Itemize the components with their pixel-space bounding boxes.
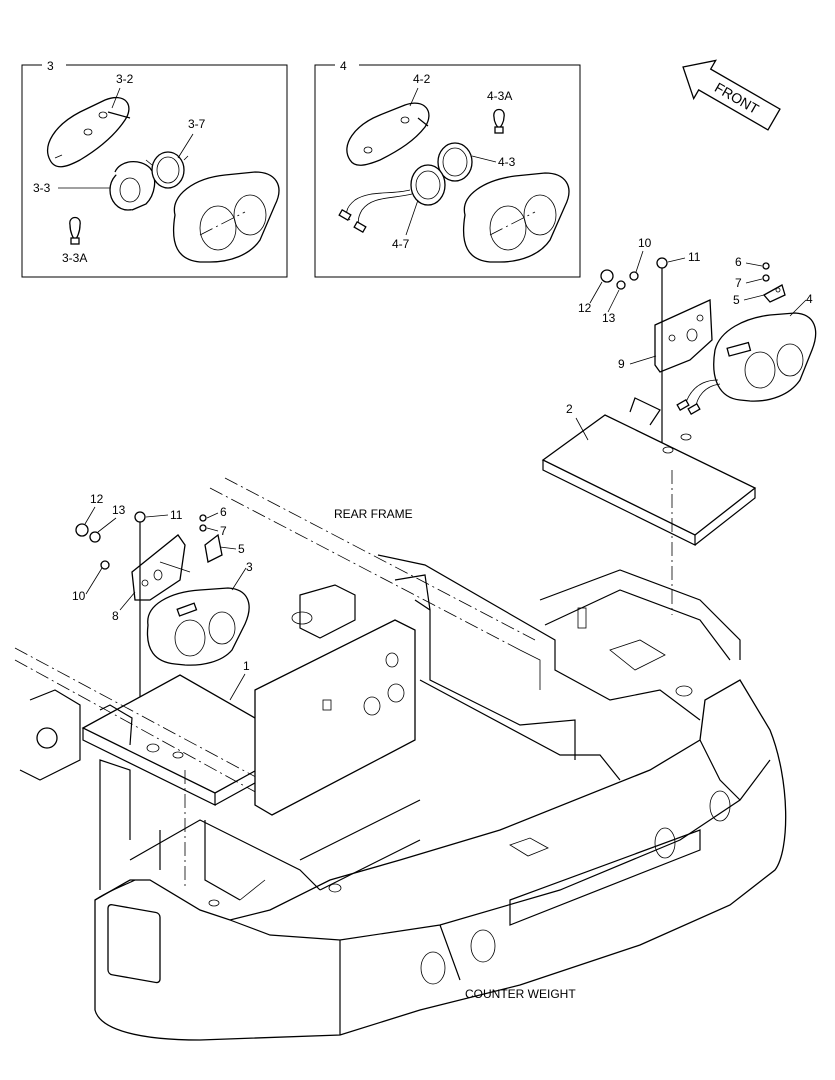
callout-left-6: 6 (220, 505, 227, 519)
callout-right-7: 7 (735, 276, 742, 290)
hardware-right (600, 257, 770, 455)
counter-weight (94, 679, 787, 1041)
callout-left-10: 10 (72, 589, 86, 603)
bracket-9 (654, 299, 713, 373)
inset-4-number: 4 (340, 59, 347, 73)
rear-frame (14, 477, 741, 816)
callout-right-4: 4 (806, 292, 813, 306)
callout-left-11: 11 (170, 508, 183, 522)
callout-right-10: 10 (638, 236, 652, 250)
front-arrow: FRONT (682, 59, 781, 131)
counter-weight-label: COUNTER WEIGHT (465, 987, 576, 1001)
callout-left-7: 7 (220, 524, 227, 538)
bulb-3-3a (69, 216, 81, 245)
inset-3-number: 3 (47, 59, 54, 73)
lamp-housing-left (146, 587, 250, 666)
label-3-2: 3-2 (116, 72, 134, 86)
plate-2 (541, 397, 757, 615)
inset-3-frame (21, 64, 288, 278)
callout-right-13: 13 (602, 311, 616, 325)
lamp-3-7 (145, 151, 189, 189)
callout-left-5: 5 (238, 542, 245, 556)
inset-4-frame (314, 64, 581, 278)
right-callouts: 10 11 12 13 6 7 5 4 9 2 (566, 236, 813, 441)
callout-right-9: 9 (618, 357, 625, 371)
callout-left-13: 13 (112, 503, 126, 517)
wiring-right (676, 379, 721, 415)
clip-5-right (762, 284, 786, 303)
lamp-socket-3-3 (109, 161, 156, 211)
callout-right-12: 12 (578, 301, 592, 315)
callout-right-11: 11 (688, 250, 701, 264)
cover-plate-3-2 (47, 96, 131, 168)
left-lamp-assembly (75, 511, 304, 890)
lamp-housing-right (713, 312, 817, 402)
lamp-4-7 (410, 142, 473, 206)
callout-left-1: 1 (243, 659, 250, 673)
rear-frame-label: REAR FRAME (334, 507, 413, 521)
cover-plate-4-2 (346, 102, 430, 166)
callout-left-12: 12 (90, 492, 104, 506)
callout-right-6: 6 (735, 255, 742, 269)
label-4-2: 4-2 (413, 72, 431, 86)
right-lamp-assembly (541, 257, 817, 615)
wiring-harness-4 (338, 189, 413, 233)
bracket-8 (131, 534, 191, 601)
bulb-4-3a (493, 108, 505, 134)
clip-5-left (204, 533, 223, 563)
inset-3: 3 3-2 3-7 3-3 (21, 58, 288, 278)
callout-left-3: 3 (246, 560, 253, 574)
label-4-7: 4-7 (392, 237, 410, 251)
lamp-housing-3 (172, 171, 280, 263)
label-3-3: 3-3 (33, 181, 51, 195)
callout-right-5: 5 (733, 293, 740, 307)
label-3-7: 3-7 (188, 117, 206, 131)
left-callouts: 12 13 11 6 7 5 3 10 8 1 (72, 492, 253, 701)
callout-right-2: 2 (566, 402, 573, 416)
lamp-housing-4 (462, 172, 570, 263)
label-4-3a: 4-3A (487, 89, 512, 103)
callout-left-8: 8 (112, 609, 119, 623)
label-3-3a: 3-3A (62, 251, 87, 265)
label-4-3: 4-3 (498, 155, 516, 169)
inset-4: 4 4-2 4-3A 4-3 4-7 (314, 58, 581, 278)
